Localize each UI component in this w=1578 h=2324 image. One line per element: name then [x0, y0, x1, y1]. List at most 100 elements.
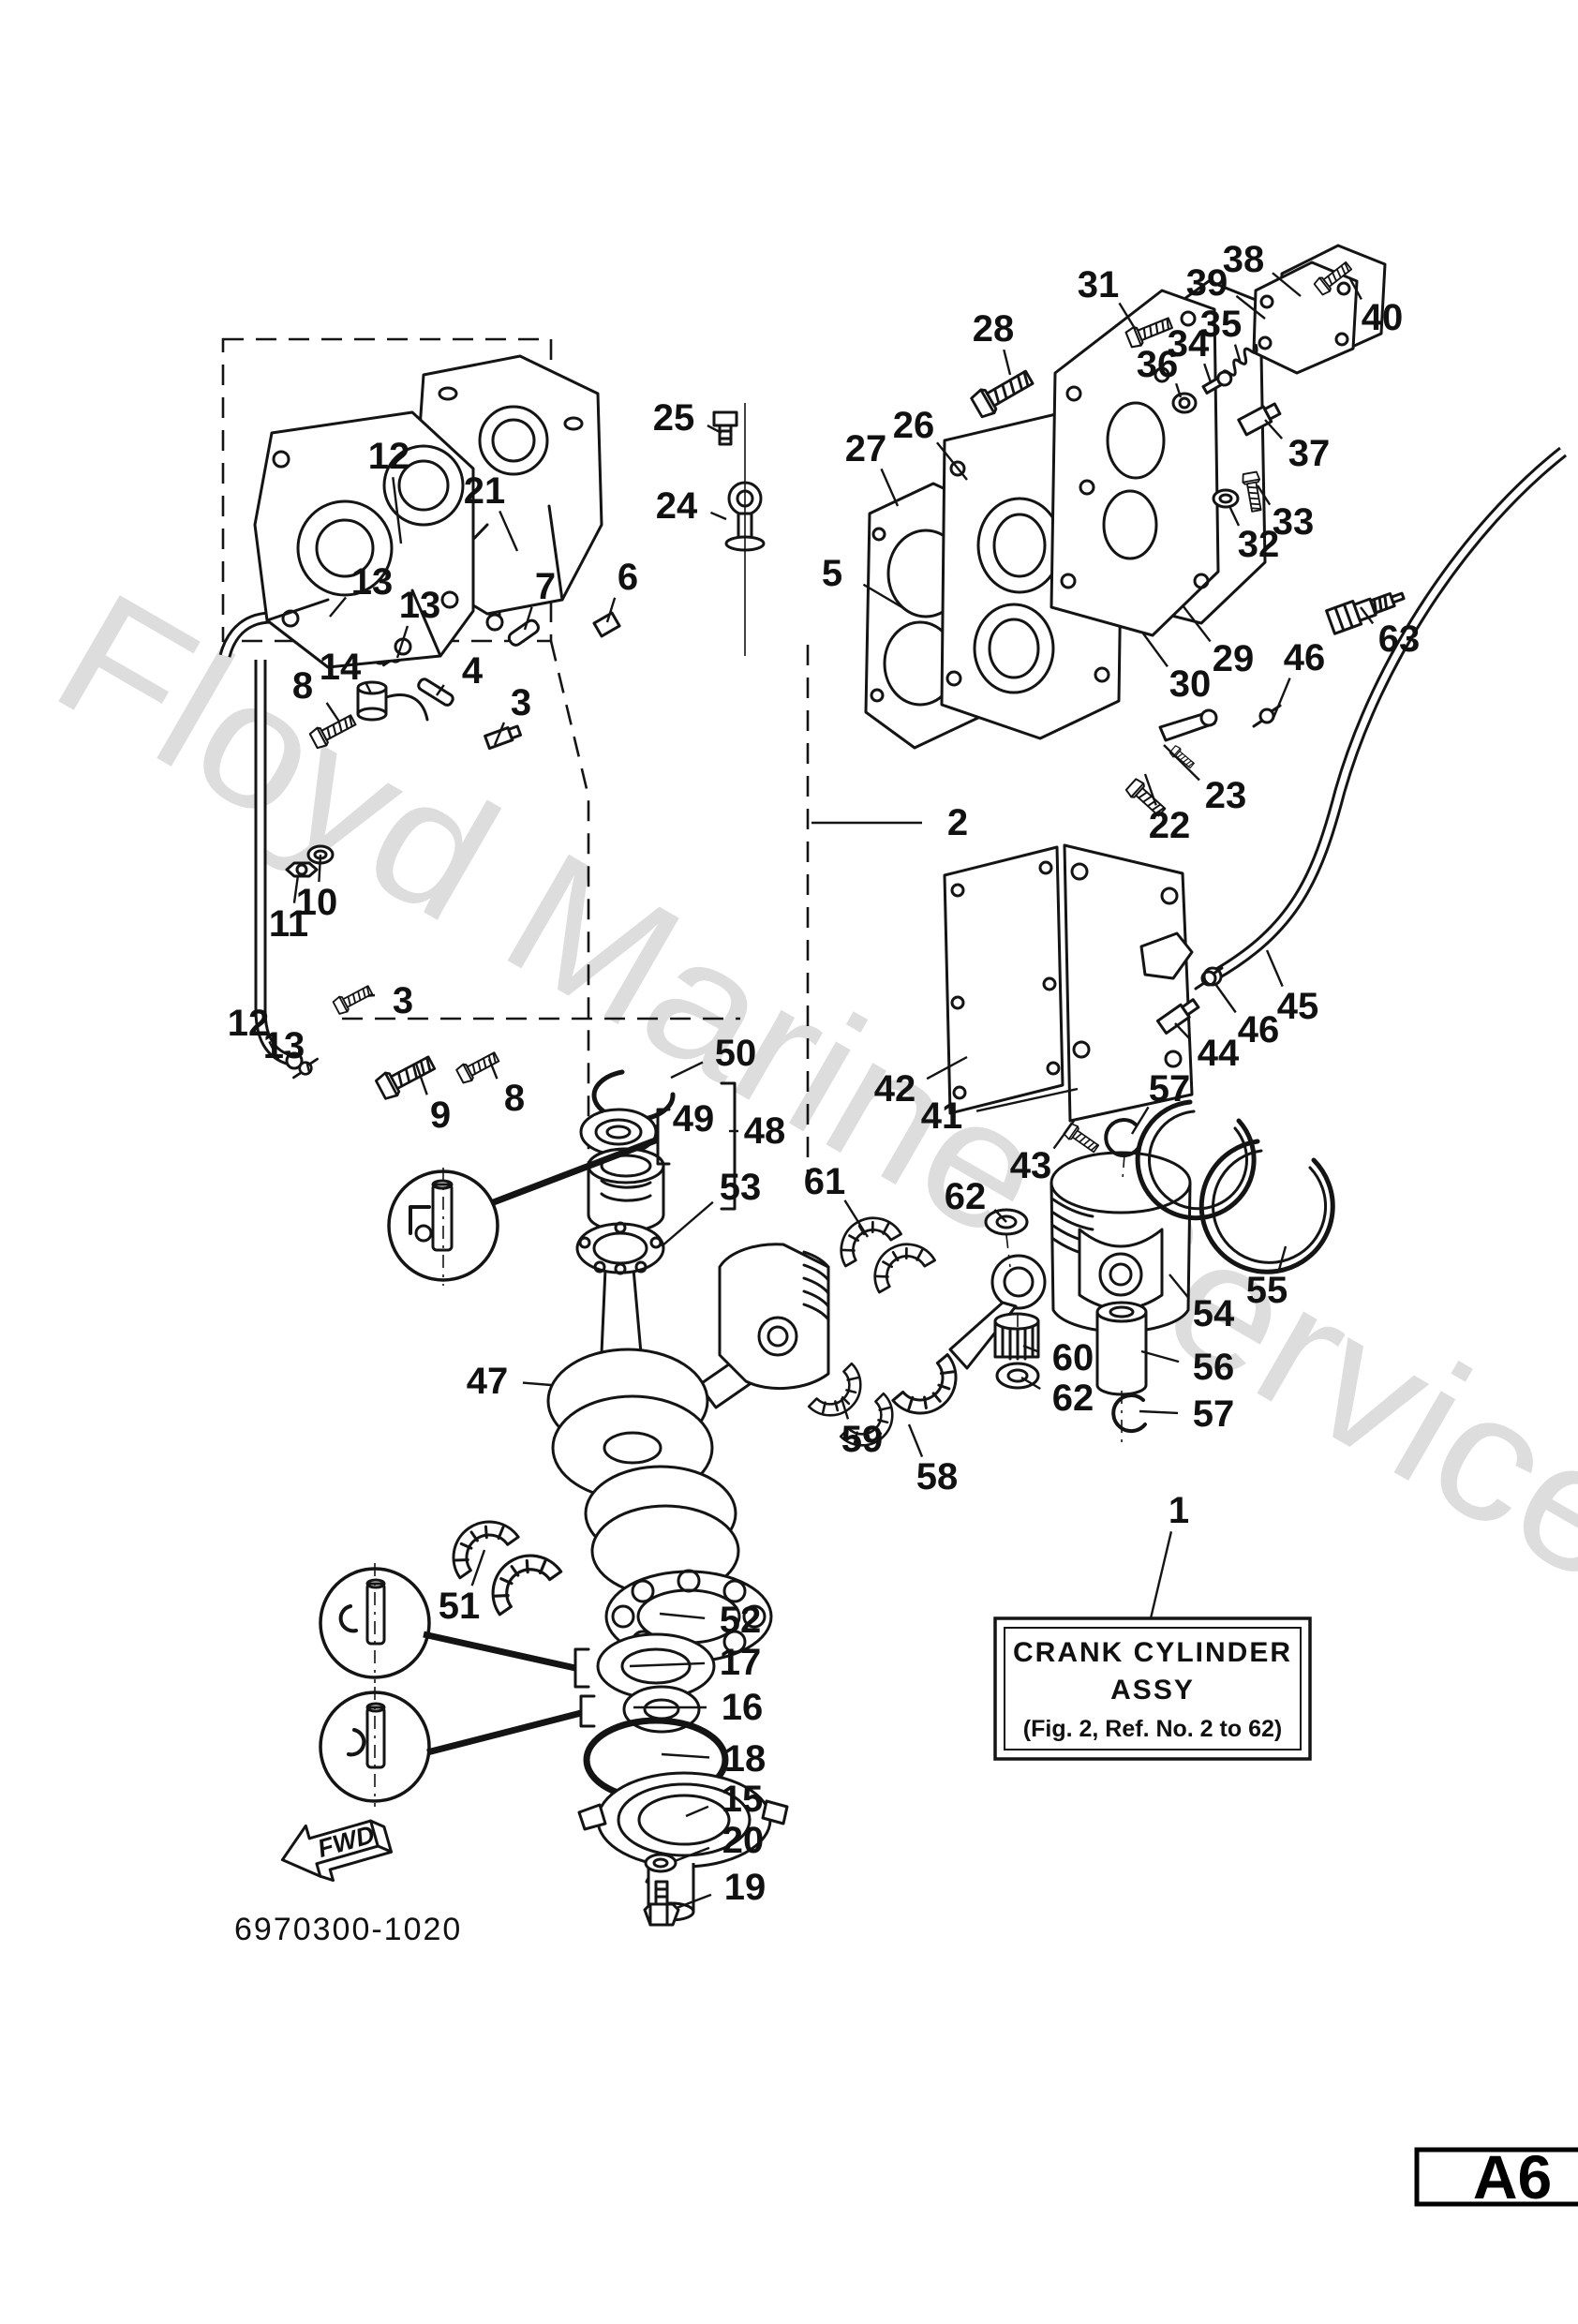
callout-19: 19 — [724, 1867, 767, 1908]
callout-41: 41 — [921, 1095, 963, 1137]
lower-bearing-stack — [439, 1508, 789, 1927]
callout-layer: 1233456788910111212131313141516171819202… — [228, 239, 1421, 1910]
callout-12: 12 — [228, 1003, 270, 1044]
callout-43: 43 — [1010, 1145, 1052, 1186]
leader-line-5 — [862, 583, 906, 611]
callout-3: 3 — [393, 980, 413, 1021]
callout-17: 17 — [720, 1642, 762, 1683]
callout-29: 29 — [1213, 638, 1255, 679]
callout-54: 54 — [1193, 1293, 1235, 1334]
seal-sleeve-stack — [575, 1069, 737, 1275]
page-code-box: A6 — [1414, 2142, 1578, 2212]
leader-line-22 — [1143, 773, 1157, 806]
callout-8: 8 — [292, 665, 313, 707]
callout-39: 39 — [1186, 262, 1228, 304]
callout-44: 44 — [1198, 1033, 1240, 1074]
callout-28: 28 — [973, 308, 1015, 350]
leader-line-4 — [436, 684, 445, 696]
callout-51: 51 — [439, 1586, 481, 1627]
leader-line-28 — [1003, 349, 1012, 376]
callout-53: 53 — [720, 1167, 762, 1208]
callout-13: 13 — [351, 561, 394, 603]
callout-56: 56 — [1193, 1347, 1235, 1388]
leader-line-42 — [926, 1055, 968, 1080]
leader-line-46 — [1214, 983, 1237, 1014]
leader-line-14 — [365, 682, 373, 694]
callout-63: 63 — [1378, 618, 1421, 660]
callout-30: 30 — [1169, 663, 1212, 705]
leader-line-54 — [1169, 1274, 1190, 1299]
leader-line-50 — [670, 1061, 704, 1080]
callout-37: 37 — [1288, 433, 1331, 474]
callout-4: 4 — [462, 650, 484, 692]
callout-18: 18 — [724, 1738, 767, 1780]
leader-line-10 — [318, 854, 322, 883]
leader-line-8 — [487, 1058, 499, 1080]
leader-line-3 — [493, 722, 506, 746]
assembly-subtitle: (Fig. 2, Ref. No. 2 to 62) — [1023, 1716, 1282, 1742]
leader-line-6 — [605, 597, 617, 623]
leader-line-13 — [329, 596, 347, 618]
leader-line-37 — [1264, 419, 1284, 439]
leader-line-7 — [523, 606, 533, 631]
leader-line-53 — [661, 1200, 714, 1247]
leader-line-63 — [1360, 606, 1375, 625]
leader-line-23 — [1163, 744, 1200, 782]
exhaust-cover-group — [943, 708, 1218, 1156]
callout-35: 35 — [1200, 304, 1243, 345]
leader-line-36 — [1175, 382, 1183, 398]
callout-27: 27 — [845, 428, 887, 469]
leader-line-1 — [1149, 1531, 1173, 1619]
leader-line-59 — [840, 1397, 850, 1420]
leader-line-13 — [395, 625, 409, 659]
small-fittings — [285, 403, 766, 1103]
leader-line-34 — [1203, 363, 1213, 383]
leader-line-51 — [470, 1549, 486, 1587]
leader-line-61 — [843, 1199, 870, 1238]
callout-13: 13 — [399, 585, 441, 626]
callout-25: 25 — [653, 397, 695, 439]
spark-plug — [1325, 591, 1406, 635]
leader-line-19 — [676, 1893, 712, 1910]
callout-36: 36 — [1137, 344, 1179, 385]
crankcase-block — [253, 354, 603, 669]
leader-line-30 — [1142, 633, 1169, 667]
leader-line-44 — [1174, 1022, 1191, 1040]
leader-line-60 — [1022, 1344, 1039, 1353]
callout-24: 24 — [656, 485, 698, 527]
leader-line-27 — [880, 468, 900, 507]
callout-57: 57 — [1149, 1068, 1191, 1110]
callout-26: 26 — [893, 405, 935, 446]
callout-57: 57 — [1193, 1393, 1235, 1435]
callout-6: 6 — [618, 557, 638, 598]
leader-line-15 — [685, 1805, 709, 1818]
callout-22: 22 — [1149, 805, 1191, 846]
callout-21: 21 — [464, 470, 506, 512]
figure-part-number: 6970300-1020 — [234, 1912, 462, 1947]
leader-line-47 — [522, 1381, 552, 1387]
page-code-label: A6 — [1473, 2142, 1552, 2212]
leader-line-20 — [674, 1846, 710, 1863]
callout-59: 59 — [841, 1419, 884, 1460]
fwd-arrow: FWD — [280, 1819, 394, 1883]
callout-61: 61 — [804, 1161, 846, 1202]
callout-12: 12 — [368, 436, 410, 477]
callout-62: 62 — [945, 1176, 987, 1217]
callout-60: 60 — [1052, 1337, 1094, 1378]
callout-1: 1 — [1169, 1490, 1189, 1531]
leader-line-62 — [993, 1209, 1007, 1223]
cylinder-head-covers — [1050, 279, 1267, 637]
callout-42: 42 — [874, 1068, 916, 1110]
breather-hoses — [218, 446, 1568, 1070]
leader-line-49 — [655, 1123, 660, 1127]
callout-31: 31 — [1078, 264, 1120, 305]
leader-line-12 — [268, 1040, 281, 1062]
leader-line-32 — [1228, 505, 1241, 527]
callout-58: 58 — [916, 1456, 959, 1497]
leader-line-26 — [936, 441, 968, 481]
callout-46: 46 — [1284, 637, 1326, 678]
callout-5: 5 — [822, 553, 842, 594]
leader-line-40 — [1347, 276, 1362, 301]
callout-55: 55 — [1246, 1270, 1288, 1311]
leader-line-45 — [1265, 949, 1284, 988]
